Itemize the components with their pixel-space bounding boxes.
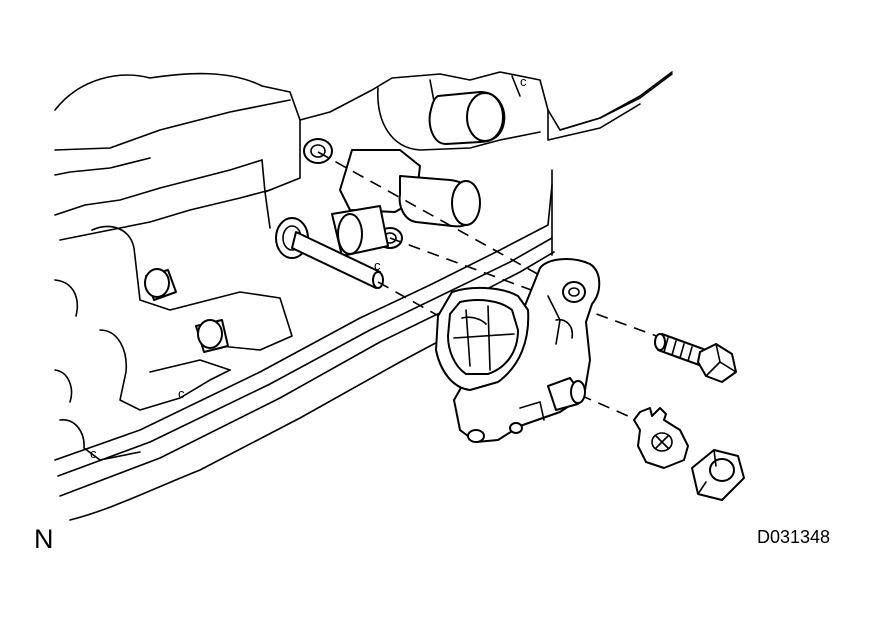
callout-c: c — [374, 258, 381, 273]
transmission-case — [54, 71, 673, 521]
callout-c: c — [90, 446, 97, 461]
callout-c: c — [520, 74, 527, 89]
lock-washer — [633, 407, 689, 469]
callout-c: c — [178, 386, 185, 401]
mounting-bolt — [654, 333, 737, 383]
manual-valve-shaft — [275, 217, 384, 289]
callout-markers: c c c c — [90, 74, 527, 461]
figure-code: D031348 — [757, 527, 831, 547]
park-neutral-position-switch — [435, 258, 601, 443]
view-letter: N — [34, 524, 54, 554]
hex-nut — [691, 449, 745, 501]
